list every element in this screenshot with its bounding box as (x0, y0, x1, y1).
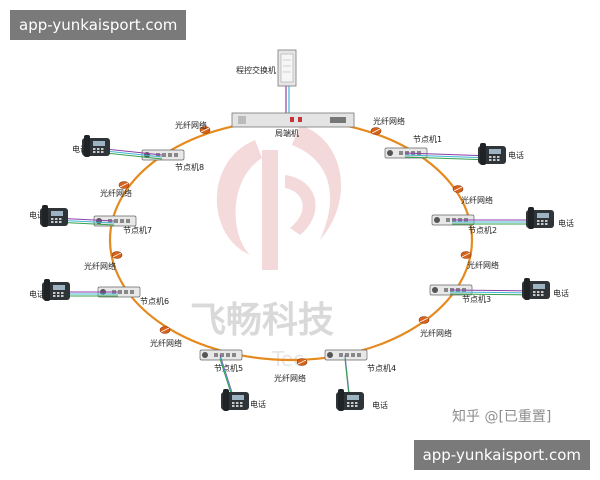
switchboard-cable (285, 84, 290, 114)
fiber-connector-icon (159, 326, 171, 334)
node-device-8 (141, 149, 185, 161)
fiber-label-8: 光纤网络 (100, 188, 132, 198)
phone-label: 电话 (508, 150, 524, 160)
node-label-8: 节点机8 (175, 162, 204, 172)
node-label-6: 节点机6 (140, 296, 169, 306)
node-label-2: 节点机2 (468, 225, 497, 235)
fiber-label-4: 光纤网络 (420, 328, 452, 338)
central-label: 局端机 (275, 128, 299, 138)
telephone-icon (221, 389, 249, 411)
node-label-1: 节点机1 (413, 134, 442, 144)
site-tag-bottom[interactable]: app-yunkaisport.com (413, 440, 590, 470)
phone-cable-3 (449, 289, 537, 296)
watermark-cn: 飞畅科技 (190, 300, 334, 341)
node-label-5: 节点机5 (214, 363, 243, 373)
fiber-connector-icon (370, 127, 382, 135)
fiber-connector-icon (296, 358, 308, 366)
telephone-icon (336, 389, 364, 411)
fiber-label-7: 光纤网络 (84, 261, 116, 271)
phone-label: 电话 (558, 218, 574, 228)
node-device-5 (199, 349, 243, 361)
fiber-connector-icon (460, 251, 472, 259)
fiber-label-3: 光纤网络 (467, 260, 499, 270)
phone-label: 电话 (72, 144, 88, 154)
node-label-7: 节点机7 (123, 225, 152, 235)
telephone-icon (40, 205, 68, 227)
telephone-icon (82, 135, 110, 157)
telephone-icon (522, 278, 550, 300)
fiber-label-9: 光纤网络 (175, 120, 207, 130)
switchboard-label: 程控交换机 (236, 65, 276, 75)
telephone-icon (42, 279, 70, 301)
site-tag-top[interactable]: app-yunkaisport.com (10, 10, 187, 40)
phone-label: 电话 (29, 210, 45, 220)
fiber-connector-icon (199, 126, 211, 134)
fiber-label-1: 光纤网络 (373, 116, 405, 126)
fiber-connector-icon (118, 181, 130, 189)
fiber-connector-icon (452, 185, 464, 193)
phone-label: 电话 (29, 289, 45, 299)
fiber-connector-icon (418, 316, 430, 324)
company-logo-watermark (216, 125, 342, 270)
pbx-switchboard-icon (277, 49, 297, 87)
phone-label: 电话 (372, 400, 388, 410)
telephone-icon (478, 143, 506, 165)
telephone-icon (526, 207, 554, 229)
phone-label: 电话 (553, 288, 569, 298)
fiber-label-5: 光纤网络 (274, 373, 306, 383)
central-office-unit-icon (231, 112, 355, 128)
node-label-3: 节点机3 (462, 294, 491, 304)
zhihu-credit: 知乎 @[已重置] (452, 409, 552, 425)
node-device-4 (324, 349, 368, 361)
fiber-label-6: 光纤网络 (150, 338, 182, 348)
node-label-4: 节点机4 (367, 363, 396, 373)
fiber-connector-icon (111, 251, 123, 259)
phone-cable-1 (404, 152, 493, 161)
phone-label: 电话 (250, 399, 266, 409)
fiber-label-2: 光纤网络 (461, 195, 493, 205)
phone-cable-2 (452, 219, 540, 225)
